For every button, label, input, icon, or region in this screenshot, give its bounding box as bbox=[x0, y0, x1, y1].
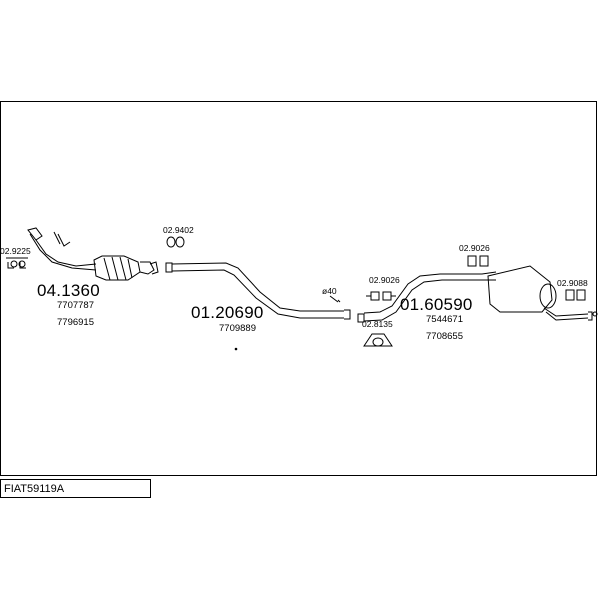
oem-number-rear-silencer-1: 7544671 bbox=[426, 314, 463, 325]
hanger-9088-drawing bbox=[565, 289, 586, 301]
diagram-code-box: FIAT59119A bbox=[0, 479, 151, 498]
rear-silencer-drawing bbox=[357, 265, 593, 323]
dimension-label: ø40 bbox=[322, 286, 337, 296]
end-marker bbox=[592, 311, 598, 317]
hanger-9402-drawing bbox=[166, 236, 185, 248]
front-pipe-drawing bbox=[6, 227, 159, 281]
fitting-label-8135: 02.8135 bbox=[362, 319, 393, 329]
dot-mark bbox=[234, 347, 238, 351]
diagram-code: FIAT59119A bbox=[4, 483, 65, 495]
hanger-9026-a-drawing bbox=[366, 291, 396, 301]
oem-number-front-pipe-1: 7707787 bbox=[57, 300, 94, 311]
part-number-middle-pipe: 01.20690 bbox=[191, 303, 264, 322]
fitting-label-9225: 02.9225 bbox=[0, 246, 31, 256]
diagram-frame bbox=[0, 101, 597, 476]
fitting-label-9402: 02.9402 bbox=[163, 225, 194, 235]
fitting-label-9026-b: 02.9026 bbox=[459, 243, 490, 253]
part-number-front-pipe: 04.1360 bbox=[37, 281, 100, 300]
oem-number-front-pipe-2: 7796915 bbox=[57, 317, 94, 328]
fitting-label-9026-a: 02.9026 bbox=[369, 275, 400, 285]
part-number-rear-silencer: 01.60590 bbox=[400, 295, 473, 314]
middle-pipe-drawing bbox=[165, 262, 351, 320]
hanger-9026-b-drawing bbox=[467, 255, 489, 267]
oem-number-middle-pipe-1: 7709889 bbox=[219, 323, 256, 334]
clamp-8135-drawing bbox=[363, 333, 393, 347]
oem-number-rear-silencer-2: 7708655 bbox=[426, 331, 463, 342]
fitting-label-9088: 02.9088 bbox=[557, 278, 588, 288]
